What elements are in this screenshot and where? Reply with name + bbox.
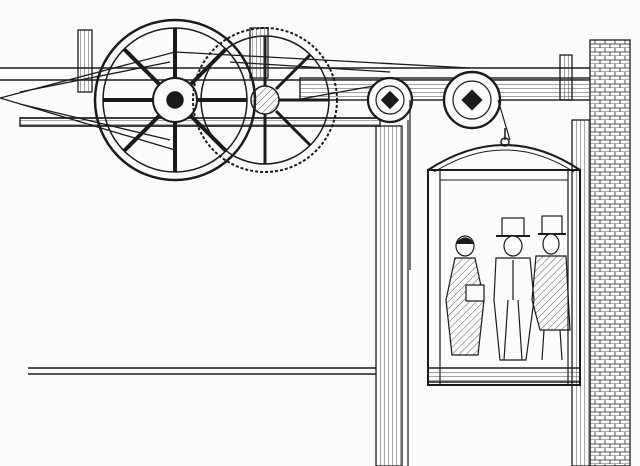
passenger-man-right <box>531 215 571 361</box>
pulley-left <box>366 76 414 124</box>
passenger-woman <box>445 235 485 356</box>
bearing-posts <box>77 27 573 101</box>
floor-rail <box>28 367 376 375</box>
hoist-ropes <box>407 99 511 466</box>
flywheel <box>93 18 257 182</box>
passenger-man-center <box>493 217 535 361</box>
shaft-wall-left <box>375 125 403 466</box>
pulley-right <box>442 70 502 130</box>
gear-wheel <box>192 27 338 173</box>
elevator-cage <box>427 128 581 386</box>
